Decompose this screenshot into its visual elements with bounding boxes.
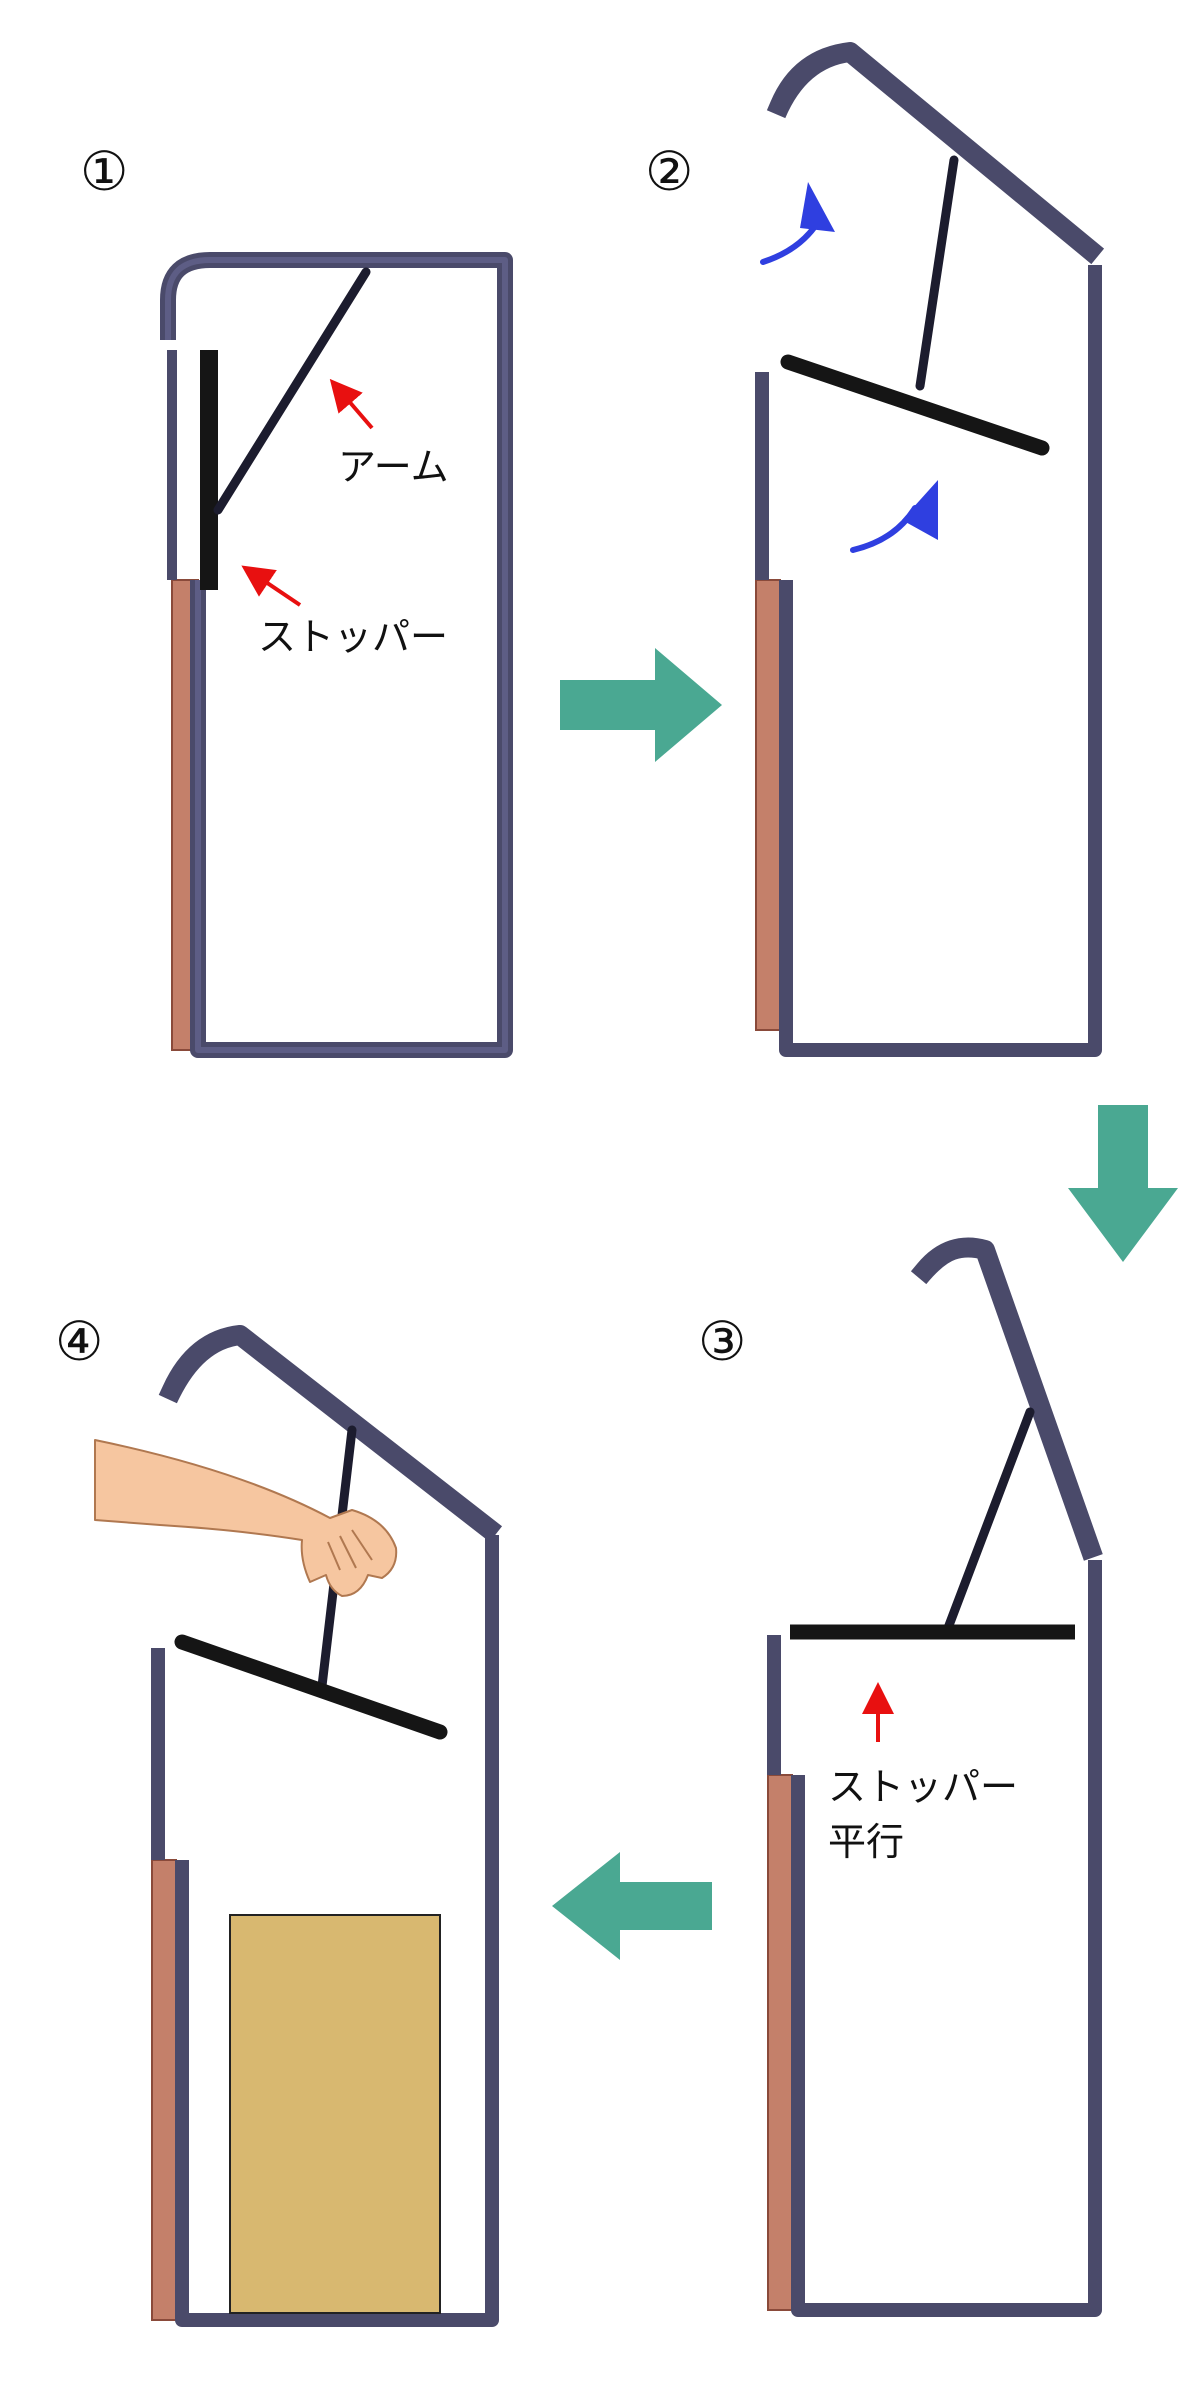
arm xyxy=(915,155,959,391)
panel-1: ① アーム ストッパー xyxy=(80,140,513,1058)
flow-arrow-icon xyxy=(560,648,722,762)
flow-arrow-icon xyxy=(1068,1105,1178,1262)
stopper-label: ストッパー xyxy=(258,615,448,659)
flow-arrow-icon xyxy=(552,1852,712,1960)
frame xyxy=(767,1560,1102,2317)
step-number-1: ① xyxy=(80,140,128,203)
arm-label: アーム xyxy=(338,445,449,489)
lid xyxy=(766,42,1105,265)
panel-4: ④ xyxy=(55,1310,503,2327)
side-panel xyxy=(767,1774,793,2311)
panel-2: ② xyxy=(645,42,1105,1057)
frame xyxy=(151,1535,499,2327)
panel-3: ③ ストッパー 平行 xyxy=(698,1237,1103,2317)
lid xyxy=(910,1237,1103,1561)
hand-icon xyxy=(94,1439,398,1597)
cardboard-box xyxy=(229,1914,441,2314)
side-panel xyxy=(755,579,781,1031)
side-panel xyxy=(151,1859,177,2321)
step-number-3: ③ xyxy=(698,1310,746,1373)
stopper-bar xyxy=(780,354,1050,456)
arm xyxy=(943,1407,1035,1633)
stopper-bar xyxy=(174,1634,448,1740)
blue-curved-arrow-icon xyxy=(850,505,918,553)
frame xyxy=(755,265,1102,1057)
stopper-bar xyxy=(200,350,218,590)
red-arrow-icon xyxy=(241,565,302,607)
lid xyxy=(158,1325,503,1543)
stopper-label: ストッパー xyxy=(828,1765,1018,1809)
step-number-2: ② xyxy=(645,140,693,203)
step-number-4: ④ xyxy=(55,1310,103,1373)
parallel-label: 平行 xyxy=(828,1820,904,1864)
arm xyxy=(213,267,371,515)
red-arrow-icon xyxy=(329,378,374,430)
